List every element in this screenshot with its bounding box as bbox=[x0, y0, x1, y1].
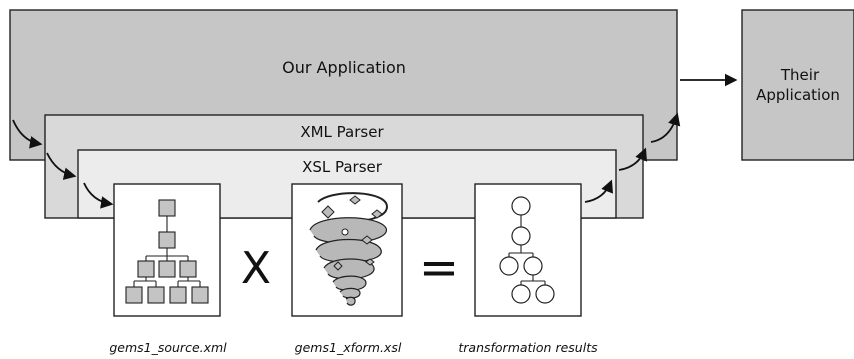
our-application-label: Our Application bbox=[282, 58, 406, 77]
flow-arrow-into-source-doc bbox=[83, 182, 114, 209]
equals-sign: = bbox=[419, 240, 459, 296]
flow-arrow-into-xml-parser bbox=[12, 119, 43, 149]
source-caption: gems1_source.xml bbox=[109, 340, 227, 355]
xform-caption: gems1_xform.xsl bbox=[295, 340, 402, 355]
their-application-label-line1: Their bbox=[780, 66, 820, 84]
xsl-parser-label: XSL Parser bbox=[302, 158, 383, 176]
results-tree-icon bbox=[499, 196, 555, 304]
flow-arrow-into-xsl-parser bbox=[46, 152, 77, 180]
their-application-box bbox=[741, 9, 854, 161]
results-caption: transformation results bbox=[458, 340, 598, 355]
flow-arrow-out-of-xsl-parser bbox=[618, 147, 647, 171]
multiply-sign: X bbox=[241, 243, 271, 294]
xml-parser-label: XML Parser bbox=[300, 123, 384, 141]
tornado-icon bbox=[309, 192, 388, 306]
flow-arrow-out-of-results-doc bbox=[584, 179, 613, 203]
flow-arrow-out-of-xml-parser bbox=[650, 112, 681, 143]
xml-tree-icon bbox=[125, 199, 209, 304]
their-application-label-line2: Application bbox=[756, 86, 840, 104]
